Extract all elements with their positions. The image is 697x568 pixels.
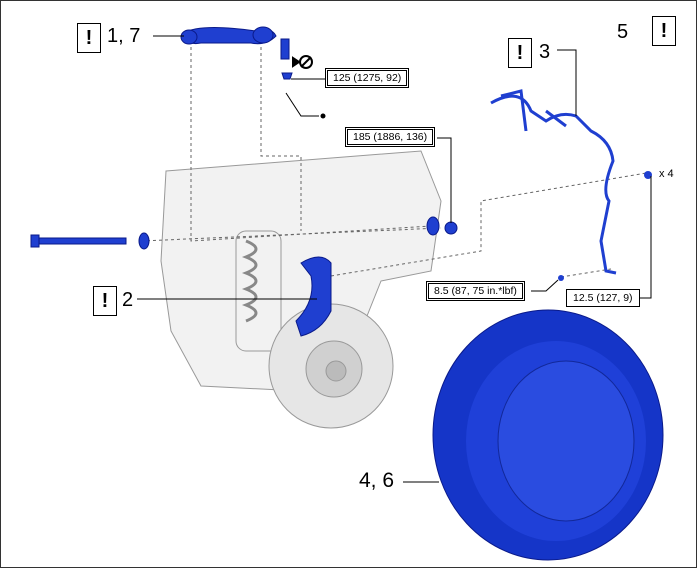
torque-spec-harness-bolts: 12.5 (127, 9) — [566, 289, 640, 307]
callout-4-6: 4, 6 — [359, 469, 395, 492]
knuckle-part — [295, 256, 332, 337]
harness-part — [490, 89, 617, 275]
suspension-assembly-illustration — [160, 150, 442, 429]
warning-icon: ! — [93, 286, 117, 316]
do-not-reuse-icon — [292, 55, 313, 69]
callout-3: 3 — [539, 41, 551, 63]
warning-icon: ! — [508, 38, 532, 68]
dashed-guide-lines — [140, 41, 647, 278]
tire-part — [432, 309, 664, 561]
torque-spec-upper-nut: 125 (1275, 92) — [325, 68, 410, 88]
warning-icon: ! — [652, 16, 676, 46]
torque-spec-arm-bolt: 185 (1886, 136) — [345, 127, 436, 147]
upper-arm-part — [180, 26, 293, 80]
callout-5: 5 — [617, 21, 629, 43]
warning-icon: ! — [77, 23, 101, 53]
bolt-part — [30, 216, 458, 250]
callout-1-7: 1, 7 — [107, 25, 141, 47]
callout-2: 2 — [122, 289, 134, 311]
quantity-label: x 4 — [659, 168, 674, 180]
torque-spec-sensor-bolt: 8.5 (87, 75 in.*lbf) — [426, 281, 525, 301]
